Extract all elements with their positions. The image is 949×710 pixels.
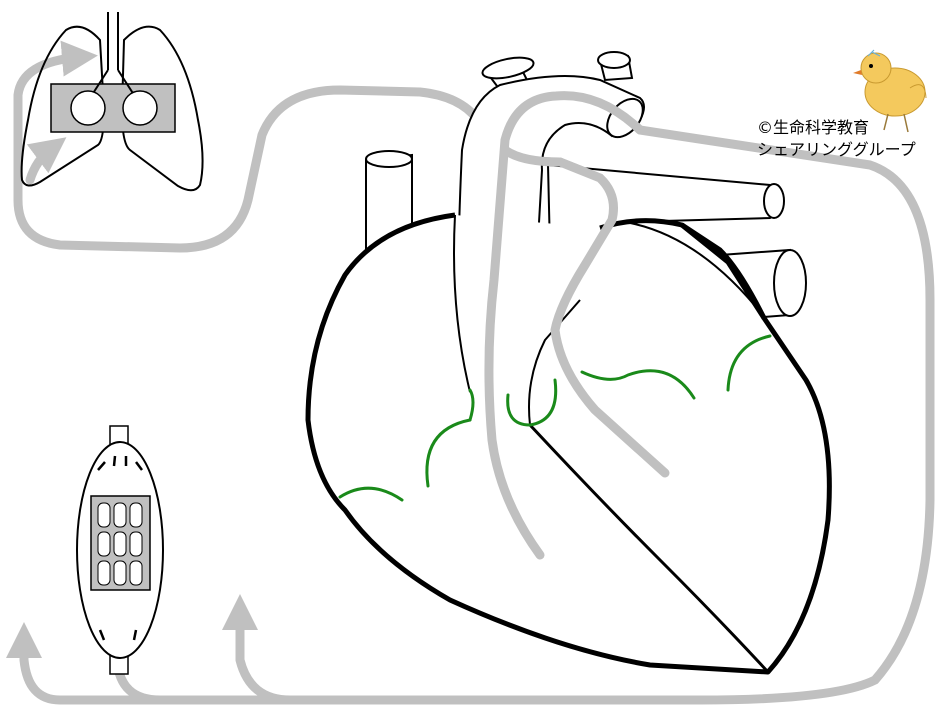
heart-top-border: [680, 223, 767, 320]
chick-legs: [883, 113, 909, 133]
muscle-organ-icon: [76, 425, 164, 675]
coronary-1: [338, 486, 404, 502]
coronary-3: [468, 388, 475, 422]
heart-flow-overlay: [484, 91, 670, 560]
aorta-overlay-path: [484, 91, 645, 560]
alveolus-right: [122, 90, 158, 126]
chick-eye: [869, 64, 873, 68]
right-lung: [120, 25, 204, 192]
coronary-6: [726, 334, 772, 392]
credit-line-2: シェアリンググループ: [757, 140, 916, 159]
coronary-arteries: [338, 334, 772, 502]
trachea: [107, 12, 119, 70]
copyright-credit: ©生命科学教育 シェアリンググループ: [757, 117, 916, 161]
interventricular-groove: [528, 423, 770, 674]
coronary-5: [580, 369, 696, 400]
alveolus-left: [70, 90, 106, 126]
pulmonary-inner-arrow: [25, 137, 67, 185]
chick-beak: [853, 70, 862, 75]
pulmonary-trunk-opening: [763, 183, 785, 219]
aortic-branch-left-opening: [481, 56, 535, 80]
chick-head: [860, 52, 892, 84]
chick-mascot-icon: [853, 49, 927, 133]
systemic-left-path: [6, 622, 305, 705]
pulmonary-overlay-path: [500, 145, 670, 478]
atrial-divider: [528, 299, 581, 426]
organ-bottom-dashes: [98, 629, 138, 641]
right-atrium-edge: [453, 214, 471, 393]
pulmonary-return-path: [13, 40, 98, 205]
aortic-branch-right-opening: [597, 51, 631, 69]
heart-illustration: [305, 51, 832, 675]
coronary-4: [506, 378, 558, 427]
credit-line-1: ©生命科学教育: [757, 118, 870, 137]
superior-vena-cava-opening: [365, 150, 413, 168]
coronary-2: [425, 418, 472, 488]
organ-top-dashes: [97, 455, 143, 471]
chick-sparkle: [867, 49, 881, 57]
organ-cells: [97, 502, 143, 586]
pulmonary-vein-opening: [773, 249, 807, 317]
chick-wing: [909, 84, 927, 99]
left-lung: [20, 25, 106, 187]
lungs-icon: [20, 12, 204, 192]
